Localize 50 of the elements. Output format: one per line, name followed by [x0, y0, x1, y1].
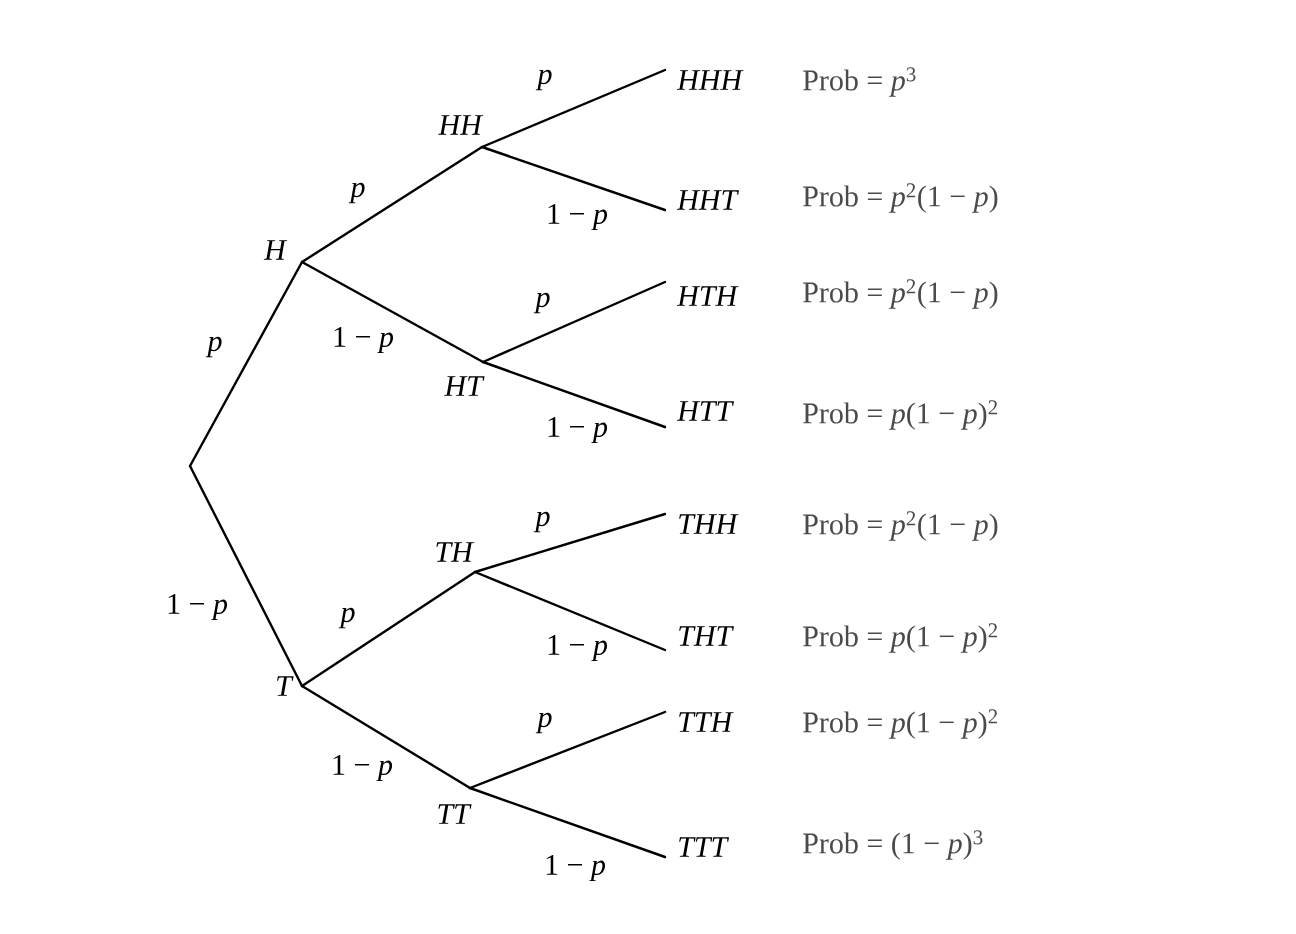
- branch-line: [468, 710, 667, 790]
- branch-line: [188, 464, 304, 688]
- probability-formula: Prob = p$^{2}$(1 − p): [803, 183, 998, 213]
- branch-line: [468, 786, 667, 859]
- branch-label: HH: [438, 115, 484, 135]
- branch-label: HT: [444, 376, 485, 396]
- outcome-label: TTT: [679, 837, 730, 857]
- probability-formula: Prob = p(1 − p)$^{2}$: [803, 400, 998, 430]
- branch-line: [300, 260, 485, 364]
- outcome-label: HHT: [676, 190, 739, 210]
- edge-label: 1 − p: [543, 853, 607, 883]
- edge-label: 1 − p: [545, 415, 609, 445]
- branch-line: [480, 68, 667, 149]
- edge-label: p: [338, 606, 357, 630]
- branch-line: [300, 684, 472, 790]
- edge-label: 1 − p: [545, 633, 609, 663]
- outcome-label: THT: [679, 626, 734, 646]
- edge-label: 1 − p: [331, 325, 395, 355]
- edge-label: 1 − p: [545, 202, 609, 232]
- branch-line: [300, 145, 484, 264]
- branch-label: T: [277, 676, 294, 696]
- edge-label: p: [533, 510, 552, 534]
- branch-line: [300, 570, 477, 688]
- branch-line: [188, 260, 304, 468]
- outcome-label: HTH: [676, 286, 739, 306]
- branch-label: TT: [438, 804, 472, 824]
- probability-formula: Prob = p$^{2}$(1 − p): [803, 279, 998, 309]
- edge-label: 1 − p: [330, 753, 394, 783]
- probability-formula: Prob = p(1 − p)$^{2}$: [803, 709, 998, 739]
- edge-label: p: [535, 68, 554, 92]
- outcome-label: HTT: [676, 401, 734, 421]
- edge-label: p: [205, 335, 224, 359]
- probability-formula: Prob = p$^{2}$(1 − p): [803, 511, 998, 541]
- edge-label: p: [348, 181, 367, 205]
- outcome-label: THH: [679, 514, 739, 534]
- edge-label: p: [533, 291, 552, 315]
- branch-line: [481, 360, 667, 429]
- outcome-label: HHH: [676, 70, 744, 90]
- probability-formula: Prob = p$^{3}$: [803, 67, 916, 97]
- probability-formula: Prob = p(1 − p)$^{2}$: [803, 623, 998, 653]
- branch-line: [473, 512, 667, 574]
- outcome-label: TTH: [679, 712, 734, 732]
- edge-label: p: [535, 711, 554, 735]
- branch-line: [480, 145, 667, 212]
- branch-label: TH: [436, 542, 475, 562]
- branch-label: H: [263, 240, 288, 260]
- probability-formula: Prob = (1 − p)$^{3}$: [803, 830, 983, 860]
- branch-line: [481, 280, 667, 364]
- edge-label: 1 − p: [165, 592, 229, 622]
- branch-line: [473, 570, 667, 652]
